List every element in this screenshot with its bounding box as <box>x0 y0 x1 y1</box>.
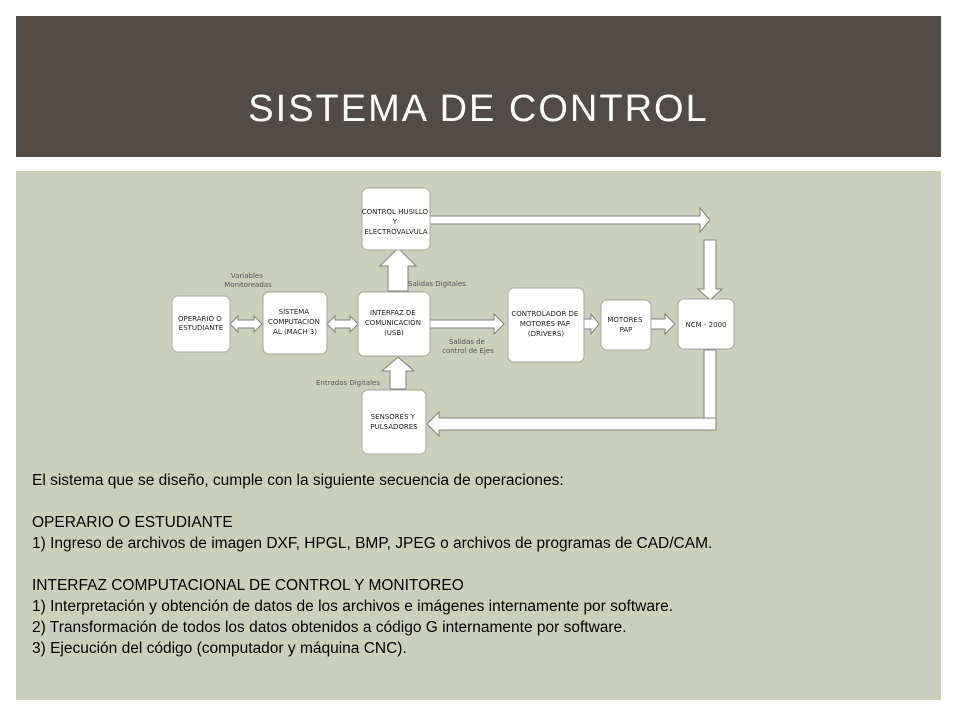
section1-item: 1) Ingreso de archivos de imagen DXF, HP… <box>32 535 713 552</box>
arrow-operario-sistema <box>229 314 263 334</box>
slide-title: SISTEMA DE CONTROL <box>248 88 709 130</box>
node-motores-text: MOTORES PAP <box>607 316 644 334</box>
control-system-diagram: OPERARIO O ESTUDIANTE SISTEMA COMPUTACIO… <box>171 187 735 455</box>
node-sistema-text: SISTEMA COMPUTACION AL (MACH 3) <box>268 308 322 336</box>
arrow-sistema-interfaz <box>326 314 359 334</box>
node-ncm-text: NCM - 2000 <box>686 321 727 329</box>
arrow-interfaz-controlador <box>429 312 505 336</box>
section2-item: 1) Interpretación y obtención de datos d… <box>32 598 674 615</box>
section2-item: 2) Transformación de todos los datos obt… <box>32 619 627 636</box>
section2-item: 3) Ejecución del código (computador y má… <box>32 640 407 657</box>
description-text: El sistema que se diseño, cumple con la … <box>32 470 932 659</box>
arrow-husillo-top <box>429 206 711 234</box>
arrow-top-down-ncm <box>696 239 724 301</box>
node-ncm <box>677 298 735 350</box>
label-variables-monitoreadas: Variables Monitoreadas <box>224 272 272 289</box>
node-operario-text: OPERARIO O ESTUDIANTE <box>178 315 224 332</box>
section1-title: OPERARIO O ESTUDIANTE <box>32 514 233 531</box>
label-salidas-digitales: Salidas Digitales <box>408 280 466 288</box>
node-sistema <box>262 291 328 355</box>
node-sensores-text: SENSORES Y PULSADORES <box>370 413 418 431</box>
arrow-sensores-interfaz <box>380 356 416 390</box>
node-controlador <box>507 287 585 363</box>
section2-title: INTERFAZ COMPUTACIONAL DE CONTROL Y MONI… <box>32 577 464 594</box>
content-panel: OPERARIO O ESTUDIANTE SISTEMA COMPUTACIO… <box>16 171 941 700</box>
arrow-motores-ncm <box>650 312 676 336</box>
title-bar: SISTEMA DE CONTROL <box>16 16 941 157</box>
arrow-controlador-motores <box>583 312 600 336</box>
arrow-ncm-down <box>703 349 717 423</box>
node-sensores <box>361 389 427 455</box>
arrow-return-sensores <box>426 410 717 438</box>
node-interfaz <box>357 291 431 357</box>
description-intro: El sistema que se diseño, cumple con la … <box>32 472 564 489</box>
node-husillo <box>361 187 431 251</box>
node-operario <box>171 295 231 353</box>
label-salidas-control-ejes: Salidas de control de Ejes <box>442 338 494 355</box>
label-entradas-digitales: Entradas Digitales <box>316 379 380 387</box>
node-motores <box>600 299 652 351</box>
node-controlador-text: CONTROLADOR DE MOTORES PAP (DRIVERS) <box>511 310 580 338</box>
node-husillo-text: CONTROL HUSILLO Y ELECTROVALVULA <box>362 208 431 236</box>
node-interfaz-text: INTERFAZ DE COMUNICACIÓN (USB) <box>365 309 423 337</box>
arrow-interfaz-husillo <box>378 247 418 292</box>
